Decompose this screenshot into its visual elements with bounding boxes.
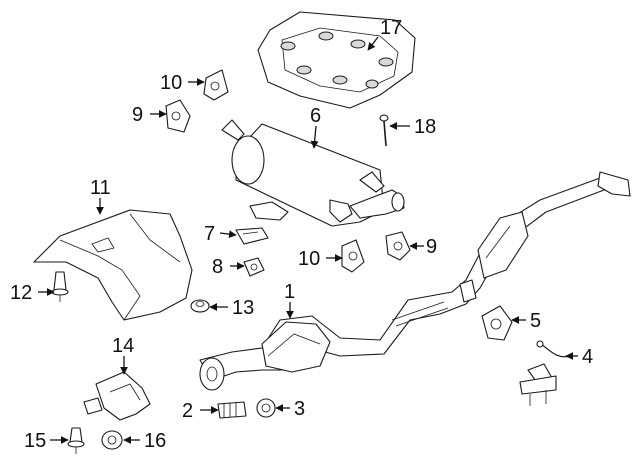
callout-2: 2 [182,400,193,422]
callout-16: 16 [144,430,166,452]
callout-15: 15 [24,430,46,452]
callout-9-top: 9 [132,104,143,126]
callout-6: 6 [310,105,321,127]
callout-11: 11 [90,177,111,199]
hanger-bracket-14 [83,371,151,421]
leader-6 [310,125,319,149]
callout-17: 17 [380,17,402,39]
callout-10-mid: 10 [298,248,320,270]
gasket [235,227,269,245]
callout-9-mid: 9 [426,236,437,258]
heat-shield-lower [33,209,193,321]
callout-labels: 17 10 9 6 18 11 7 8 10 9 12 13 1 5 4 14 … [10,17,593,452]
bolt-18 [379,114,389,147]
muffler-bracket [249,201,289,221]
callout-18: 18 [414,116,436,138]
callout-3: 3 [294,398,305,420]
grommet-16 [101,430,123,450]
callout-14: 14 [112,335,134,357]
nut-3 [256,398,276,418]
callout-7: 7 [204,223,215,245]
oxygen-sensor [519,340,571,406]
leader-17 [367,36,379,51]
front-pipe-converter [199,171,631,391]
callout-10-top: 10 [160,72,182,94]
callout-8: 8 [212,256,223,278]
rubber-hanger-9-mid [385,231,411,261]
callout-4: 4 [582,346,593,368]
rubber-hanger-5 [481,305,513,341]
nut-13 [190,299,210,313]
muffler [221,119,405,227]
rubber-hanger-10-top [203,69,229,101]
callout-5: 5 [530,310,541,332]
push-pin-15 [67,427,85,454]
push-pin-12 [51,271,69,302]
heat-shield-upper [257,11,416,109]
callout-1: 1 [284,281,295,303]
nut-8 [243,257,265,277]
stud-2 [217,401,247,419]
rubber-hanger-9-top [165,99,191,133]
callout-13: 13 [232,297,254,319]
leader-7 [219,230,237,238]
callout-12: 12 [10,282,32,304]
leader-lines [38,36,578,444]
rubber-hanger-10-mid [341,239,365,273]
